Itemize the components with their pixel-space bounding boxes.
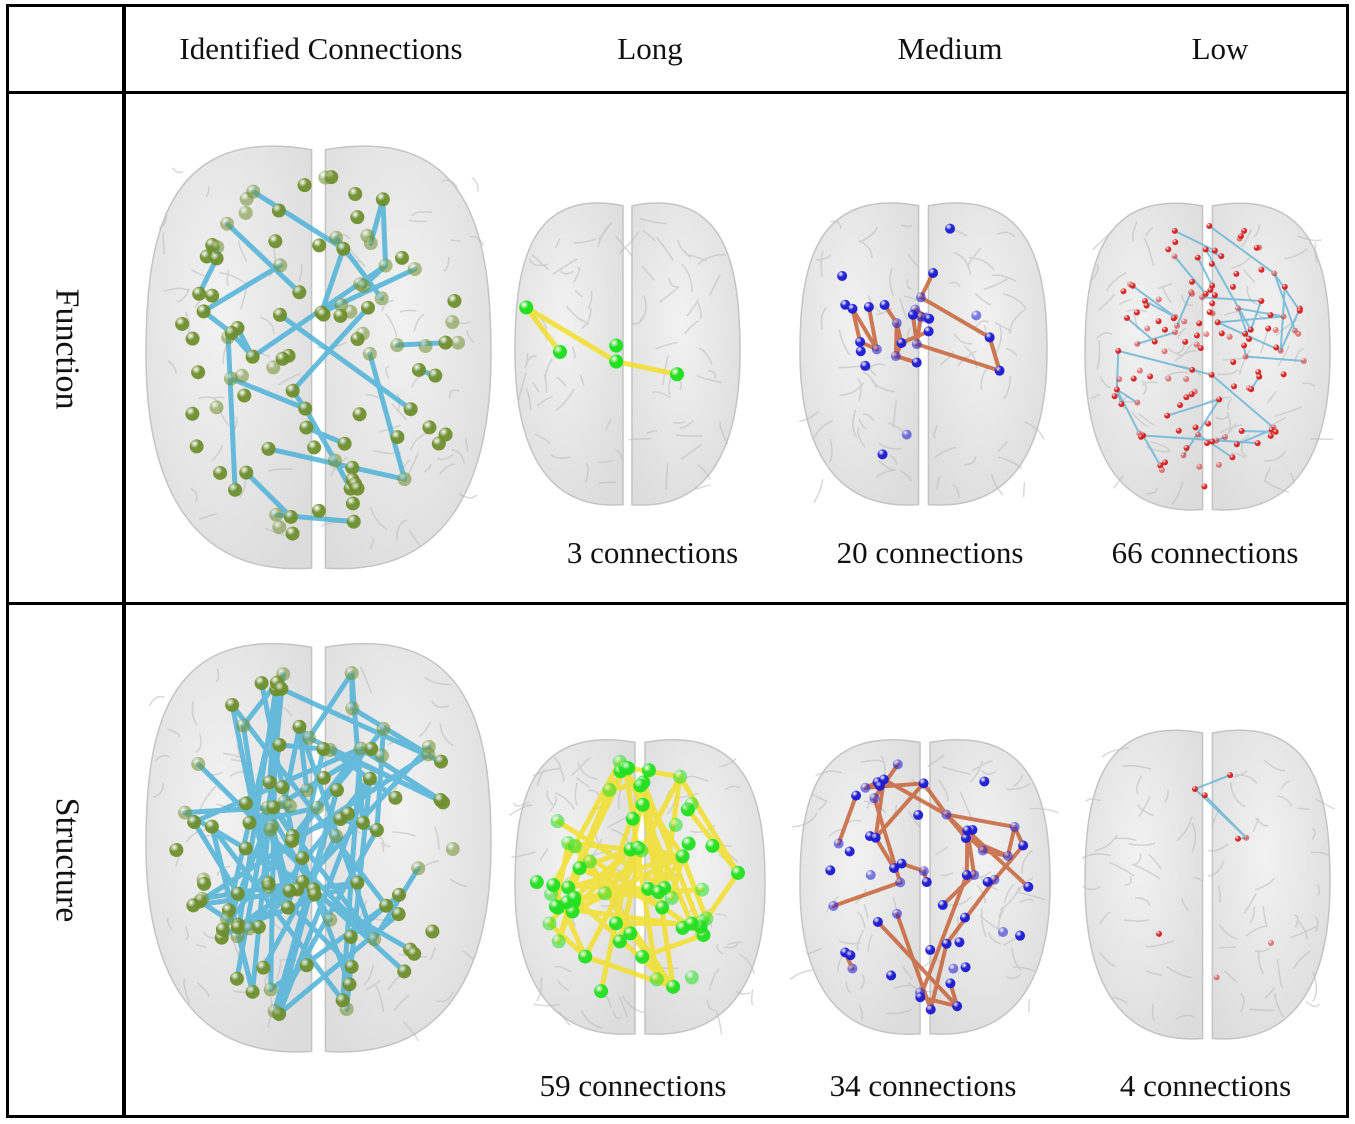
brain-function-low: [1084, 202, 1334, 511]
table-border-header: [6, 91, 1349, 94]
count-structure-long: 59 connections: [539, 1068, 727, 1103]
brain-structure-long: [509, 739, 766, 1035]
brain-function-identified: [145, 145, 492, 570]
row-label-structure-text: Structure: [48, 797, 86, 923]
column-header-long: Long: [617, 31, 683, 66]
column-header-low: Low: [1191, 31, 1249, 66]
count-function-long: 3 connections: [566, 535, 739, 570]
column-header-identified: Identified Connections: [179, 31, 463, 66]
table-border-label-column: [122, 4, 126, 1118]
brain-function-medium: [798, 202, 1048, 506]
table-border-right: [1346, 4, 1349, 1118]
row-label-function: Function: [6, 95, 126, 602]
column-header-medium: Medium: [897, 31, 1003, 66]
count-function-medium: 20 connections: [836, 535, 1024, 570]
row-label-function-text: Function: [48, 288, 85, 409]
table-border-top: [6, 4, 1349, 7]
count-structure-medium: 34 connections: [829, 1068, 1017, 1103]
brain-function-long: [514, 202, 741, 506]
count-function-low: 66 connections: [1111, 535, 1299, 570]
count-structure-low: 4 connections: [1119, 1068, 1292, 1103]
table-border-left: [6, 4, 9, 1118]
row-label-structure: Structure: [6, 605, 126, 1115]
brain-structure-medium: [789, 739, 1059, 1035]
table-border-middle: [6, 602, 1349, 605]
brain-structure-identified: [145, 642, 492, 1053]
brain-structure-low: [1081, 729, 1335, 1040]
table-border-bottom: [6, 1115, 1349, 1118]
